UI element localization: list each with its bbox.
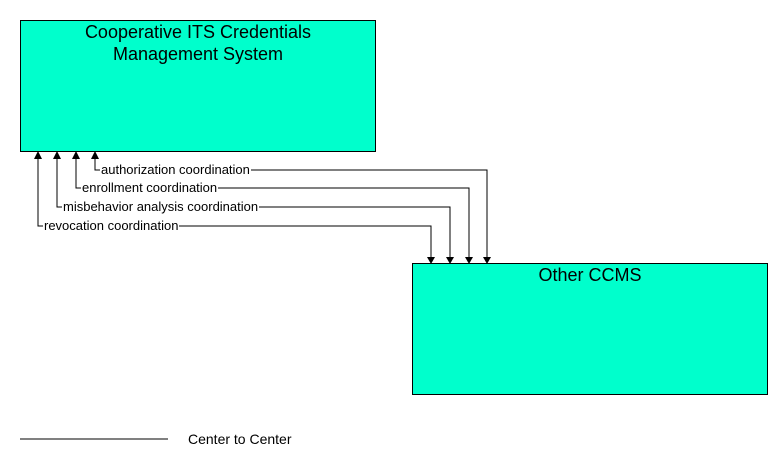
element-other-ccms[interactable]: Other CCMS bbox=[412, 263, 768, 395]
flow-label-authorization: authorization coordination bbox=[100, 162, 251, 177]
element-other-ccms-label: Other CCMS bbox=[538, 265, 642, 285]
legend-label: Center to Center bbox=[188, 431, 292, 447]
flow-enrollment-coordination[interactable] bbox=[72, 151, 473, 264]
flow-revocation-coordination[interactable] bbox=[34, 151, 435, 264]
element-cooperative-its-ccms[interactable]: Cooperative ITS Credentials Management S… bbox=[20, 20, 376, 152]
element-cooperative-its-ccms-label: Cooperative ITS Credentials Management S… bbox=[84, 22, 312, 64]
flow-label-enrollment: enrollment coordination bbox=[81, 180, 219, 195]
flow-authorization-coordination[interactable] bbox=[91, 151, 491, 264]
flow-label-misbehavior: misbehavior analysis coordination bbox=[62, 199, 260, 214]
flow-label-revocation: revocation coordination bbox=[43, 218, 180, 233]
